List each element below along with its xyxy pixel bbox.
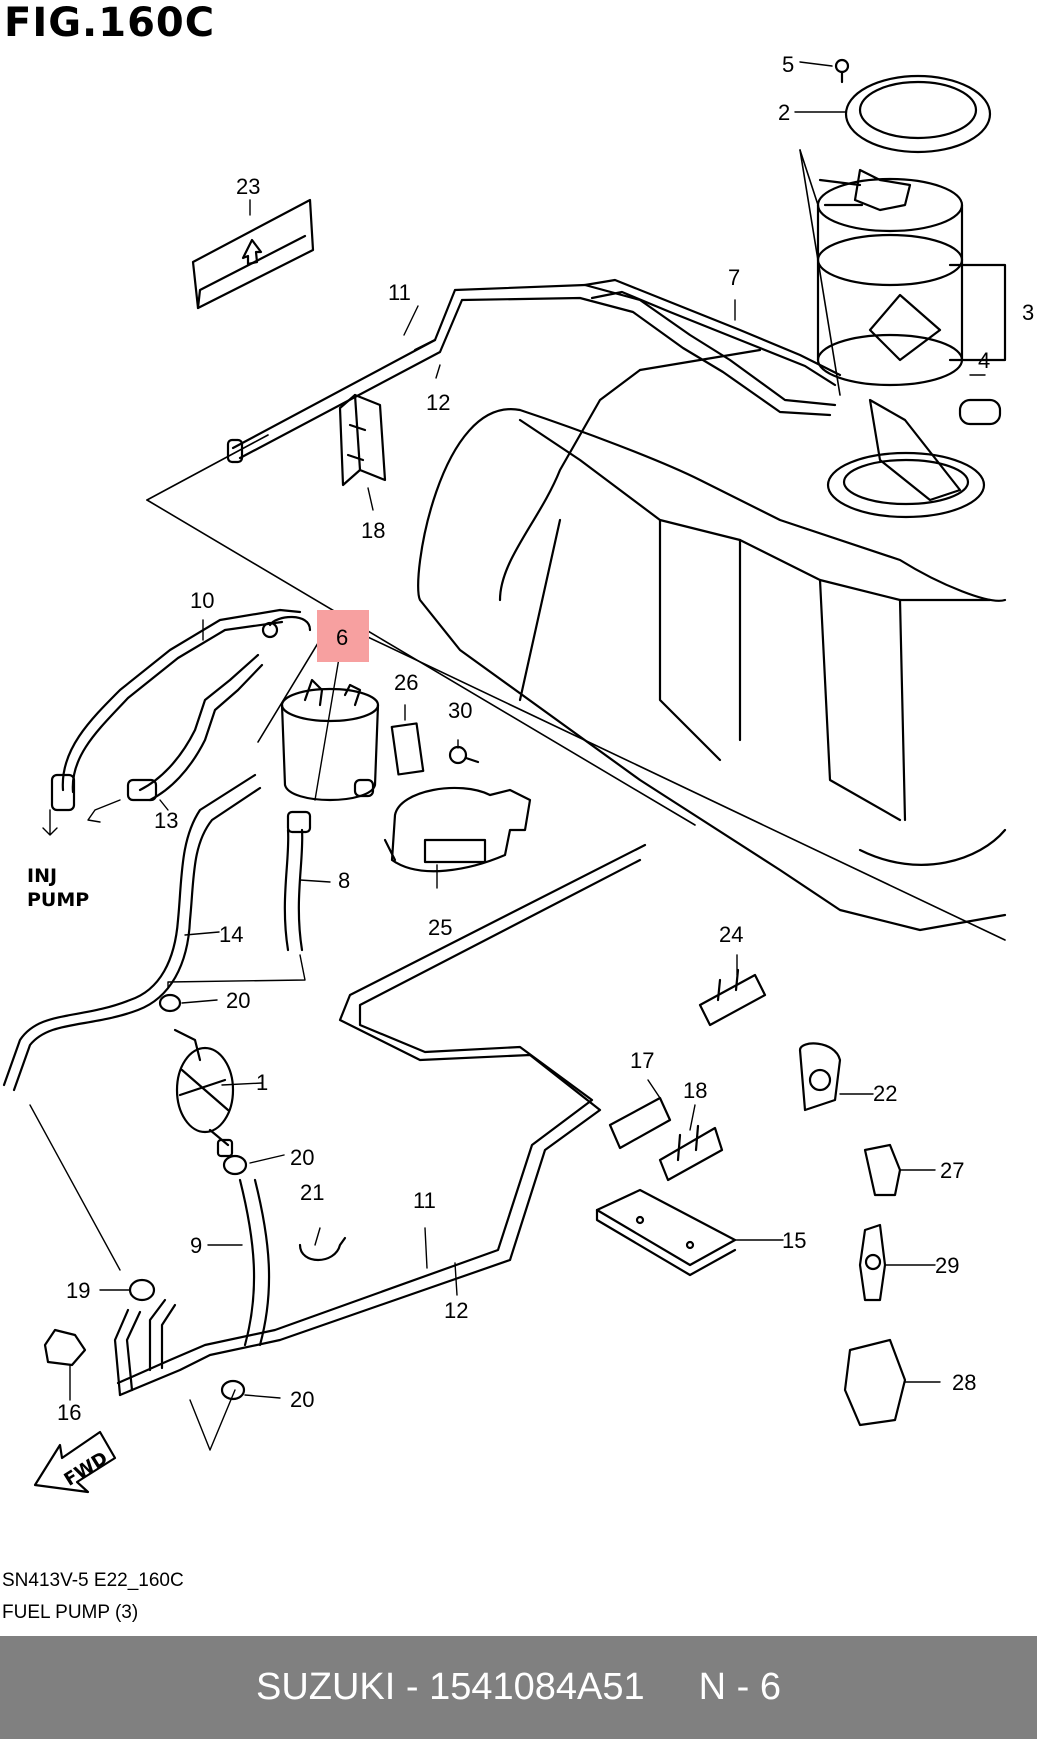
callout-30: 30 (448, 698, 472, 723)
callout-19: 19 (66, 1278, 90, 1303)
callout-23: 23 (236, 174, 260, 199)
callout-29: 29 (935, 1253, 959, 1278)
fuel-pump-1 (173, 1028, 235, 1158)
clip-21 (298, 1236, 347, 1261)
callout-2: 2 (778, 100, 790, 125)
callout-24: 24 (719, 922, 743, 947)
callout-12a: 12 (426, 390, 450, 415)
callout-6: 6 (336, 625, 348, 650)
footer-bar: SUZUKI - 1541084A51 N - 6 (0, 1636, 1037, 1739)
callout-5: 5 (782, 52, 794, 77)
clamp-20 (158, 993, 248, 1401)
callout-22: 22 (873, 1081, 897, 1106)
callout-11b: 11 (413, 1188, 436, 1213)
callout-27: 27 (940, 1158, 964, 1183)
fwd-arrow: FWD (33, 1430, 117, 1494)
callout-labels: 1 2 3 4 5 6 7 8 9 10 11 11 12 12 13 14 1… (57, 52, 1034, 1425)
callout-14: 14 (219, 922, 243, 947)
bracket-23 (191, 198, 315, 310)
callout-13: 13 (154, 808, 178, 833)
pump-label: PUMP (27, 889, 89, 911)
callout-20a: 20 (226, 988, 250, 1013)
clip-27 (863, 1143, 902, 1197)
callout-16: 16 (57, 1400, 81, 1425)
bracket-25 (383, 786, 532, 873)
clip-18-lower (658, 1124, 724, 1182)
callout-9: 9 (190, 1233, 202, 1258)
callout-8: 8 (338, 868, 350, 893)
callout-25: 25 (428, 915, 452, 940)
callout-18b: 18 (683, 1078, 707, 1103)
hose-10 (50, 608, 302, 812)
pad-26 (390, 722, 425, 776)
callout-21: 21 (300, 1180, 324, 1205)
figure-title: FIG.160C (4, 0, 216, 46)
clip-24 (698, 968, 767, 1027)
callout-12b: 12 (444, 1298, 468, 1323)
callout-7: 7 (728, 265, 740, 290)
callout-11a: 11 (388, 280, 411, 305)
callout-15: 15 (782, 1228, 806, 1253)
clip-16 (43, 1328, 87, 1367)
fuel-tank (417, 348, 1007, 932)
inj-label: INJ (27, 865, 57, 887)
callout-26: 26 (394, 670, 418, 695)
callout-17: 17 (630, 1048, 654, 1073)
clamp-19 (128, 1278, 156, 1302)
footer-part-number: SUZUKI - 1541084A51 (255, 1666, 645, 1708)
clip-22 (798, 1042, 842, 1112)
highlight-part-6 (317, 610, 369, 662)
group-name-caption: FUEL PUMP (3) (2, 1602, 139, 1623)
callout-20c: 20 (290, 1387, 314, 1412)
model-code-caption: SN413V-5 E22_160C (2, 1570, 184, 1591)
bolt-30 (448, 745, 480, 765)
bracket-15 (595, 1188, 737, 1277)
parts-diagram: 1 2 3 4 5 6 7 8 9 10 11 11 12 12 13 14 1… (2, 52, 1034, 1494)
hose-9 (238, 1178, 271, 1347)
callout-20b: 20 (290, 1145, 314, 1170)
callout-28: 28 (952, 1370, 976, 1395)
fuel-pump-module (816, 58, 1007, 519)
footer-page-ref: N - 6 (698, 1666, 782, 1708)
bracket-18-upper (338, 393, 387, 487)
clip-29 (858, 1223, 887, 1302)
hose-8 (283, 810, 312, 952)
callout-3: 3 (1022, 300, 1034, 325)
fuel-pipe-lower (113, 843, 647, 1397)
callout-4: 4 (978, 348, 990, 373)
callout-18a: 18 (361, 518, 385, 543)
callout-10: 10 (190, 588, 214, 613)
hose-13 (126, 653, 264, 802)
leader-lines (29, 61, 986, 1451)
fuel-pipe-upper (226, 278, 842, 464)
callout-1: 1 (256, 1070, 268, 1095)
clip-17 (608, 1096, 672, 1150)
clip-28 (843, 1338, 907, 1427)
